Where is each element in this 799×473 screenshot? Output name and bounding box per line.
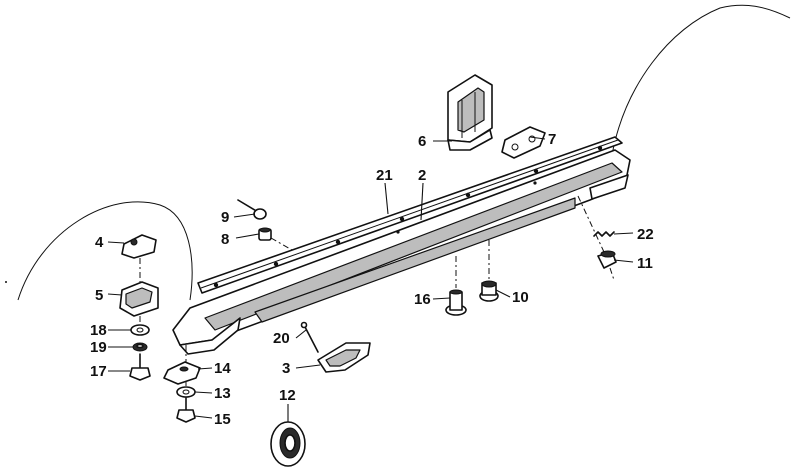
leader-2 (420, 182, 424, 221)
leader-22 (613, 232, 634, 235)
part-10-cap (479, 280, 499, 302)
callout-15: 15 (214, 411, 231, 428)
front-wheel-arch (17, 201, 193, 301)
callout-14: 14 (214, 360, 231, 377)
leader-7 (529, 136, 546, 140)
part-5-retainer (119, 281, 159, 317)
callout-3: 3 (282, 360, 290, 377)
part-16-plug (445, 289, 467, 316)
callout-18: 18 (90, 322, 107, 339)
part-15-screw (176, 397, 196, 423)
part-12-grommet (270, 421, 306, 467)
callout-20: 20 (273, 330, 290, 347)
callout-21: 21 (376, 167, 393, 184)
part-2-sill-cover (172, 149, 631, 355)
callout-8: 8 (221, 231, 229, 248)
leader-14 (197, 367, 213, 370)
leader-15 (194, 415, 213, 419)
part-4-clip (121, 234, 157, 259)
callout-12: 12 (279, 387, 296, 404)
part-6-bracket (447, 74, 493, 151)
part-18-washer (130, 324, 150, 336)
callout-16: 16 (414, 291, 431, 308)
leader-13 (194, 391, 213, 394)
part-11-expanding-rivet (597, 250, 617, 269)
part-3-bracket (317, 342, 371, 373)
callout-19: 19 (90, 339, 107, 356)
leader-20 (295, 329, 307, 339)
callout-11: 11 (637, 255, 653, 272)
leader-9 (233, 213, 256, 218)
align-line-11-lower (609, 267, 615, 281)
leader-16 (432, 297, 451, 300)
rear-wheel-arch (611, 4, 791, 156)
leader-10 (495, 289, 511, 298)
part-17-screw (129, 353, 151, 381)
leader-11 (613, 259, 634, 263)
leader-8 (235, 233, 260, 239)
leader-3 (295, 364, 321, 369)
speck (5, 281, 7, 283)
part-13-washer (176, 386, 196, 398)
callout-9: 9 (221, 209, 229, 226)
part-7-clip (501, 126, 546, 159)
callout-22: 22 (637, 226, 654, 243)
callout-5: 5 (95, 287, 103, 304)
leader-5 (107, 293, 123, 296)
align-line-11 (577, 195, 605, 253)
callout-17: 17 (90, 363, 107, 380)
leader-21 (384, 182, 389, 215)
leader-4 (107, 241, 125, 244)
callout-7: 7 (548, 131, 556, 148)
part-21-reinforcement-strip (197, 136, 623, 294)
part-8-nut (258, 227, 272, 241)
part-14-clip-nut (163, 361, 201, 385)
callout-6: 6 (418, 133, 426, 150)
callout-2: 2 (418, 167, 426, 184)
callout-10: 10 (512, 289, 529, 306)
part-20-pin (300, 321, 319, 353)
part-22-spring-clip (593, 231, 615, 237)
part-19-ring (132, 342, 148, 352)
align-line-8 (270, 237, 293, 251)
callout-13: 13 (214, 385, 231, 402)
callout-4: 4 (95, 234, 104, 251)
